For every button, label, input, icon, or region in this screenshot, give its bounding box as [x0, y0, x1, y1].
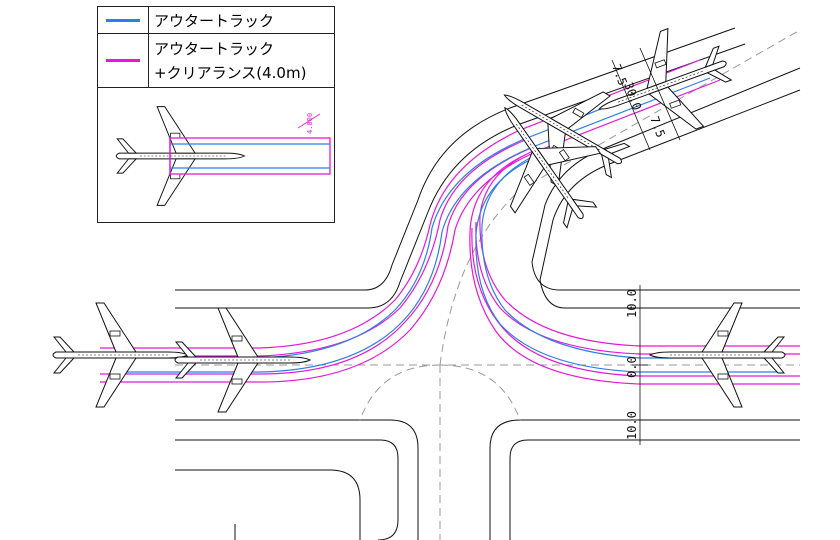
- dimension-lines-top: [611, 47, 681, 151]
- legend-thumb-dimension: 4.000: [306, 113, 314, 134]
- dimension-lines-right: [632, 285, 648, 445]
- legend-aircraft-thumbnail: 4.000: [115, 106, 331, 206]
- aircraft-right-1: [649, 302, 786, 408]
- legend-label-outer-track: アウタートラック: [154, 12, 275, 30]
- dim-right-lower: 10.0: [625, 411, 639, 440]
- aircraft-left-2: [174, 307, 311, 413]
- dim-right-upper: 10.0: [625, 289, 639, 318]
- aircraft-left-1: [52, 302, 189, 408]
- legend-label-clearance-line1: アウタートラック: [154, 40, 275, 58]
- clearance-swatch: [106, 59, 140, 62]
- legend-label-clearance-line2: +クリアランス(4.0m): [154, 64, 307, 82]
- outer-track-paths: [120, 69, 780, 373]
- dim-right-center: 0.0: [625, 356, 639, 378]
- legend-item-clearance: アウタートラック +クリアランス(4.0m): [98, 34, 334, 88]
- dim-top-right: 7.5: [647, 114, 668, 139]
- legend: アウタートラック アウタートラック +クリアランス(4.0m) 4.000: [97, 6, 335, 223]
- legend-item-outer-track: アウタートラック: [98, 7, 334, 34]
- outer-track-swatch: [106, 19, 140, 22]
- dim-top-left: 7.5: [609, 62, 630, 87]
